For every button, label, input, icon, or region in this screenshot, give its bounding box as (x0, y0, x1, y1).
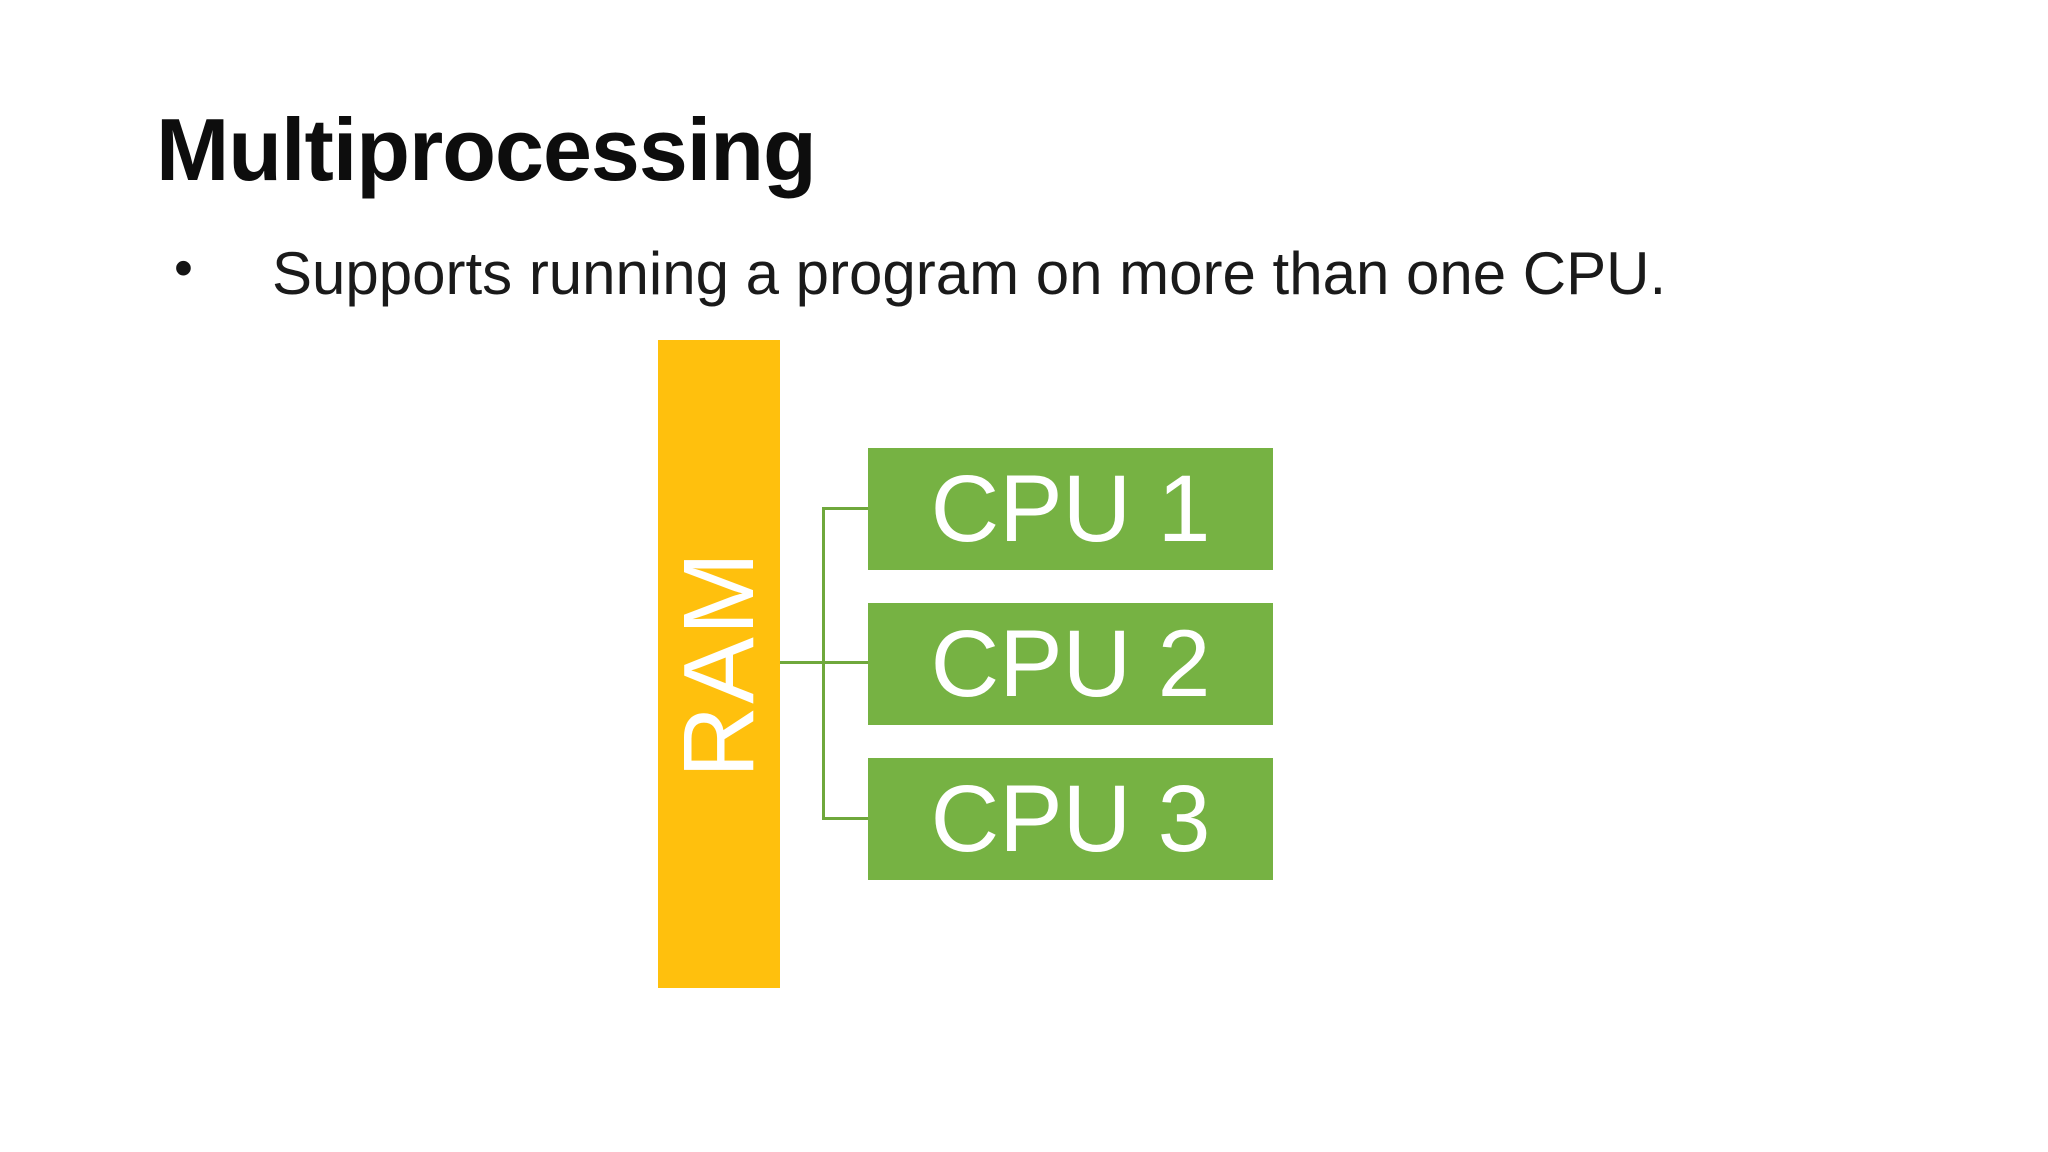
bullet-marker: • (174, 238, 193, 298)
cpu-label-1: CPU 1 (930, 455, 1211, 562)
connector-branch-cpu3 (822, 817, 868, 820)
connector-trunk (822, 507, 825, 820)
cpu-box-2: CPU 2 (868, 603, 1273, 725)
cpu-box-1: CPU 1 (868, 448, 1273, 570)
ram-label: RAM (663, 549, 775, 779)
cpu-label-3: CPU 3 (930, 765, 1211, 872)
slide-title: Multiprocessing (156, 100, 817, 199)
connector-branch-cpu1 (822, 507, 868, 510)
cpu-box-3: CPU 3 (868, 758, 1273, 880)
cpu-label-2: CPU 2 (930, 610, 1211, 717)
bullet-text: Supports running a program on more than … (272, 240, 1667, 307)
ram-block: RAM (658, 340, 780, 988)
